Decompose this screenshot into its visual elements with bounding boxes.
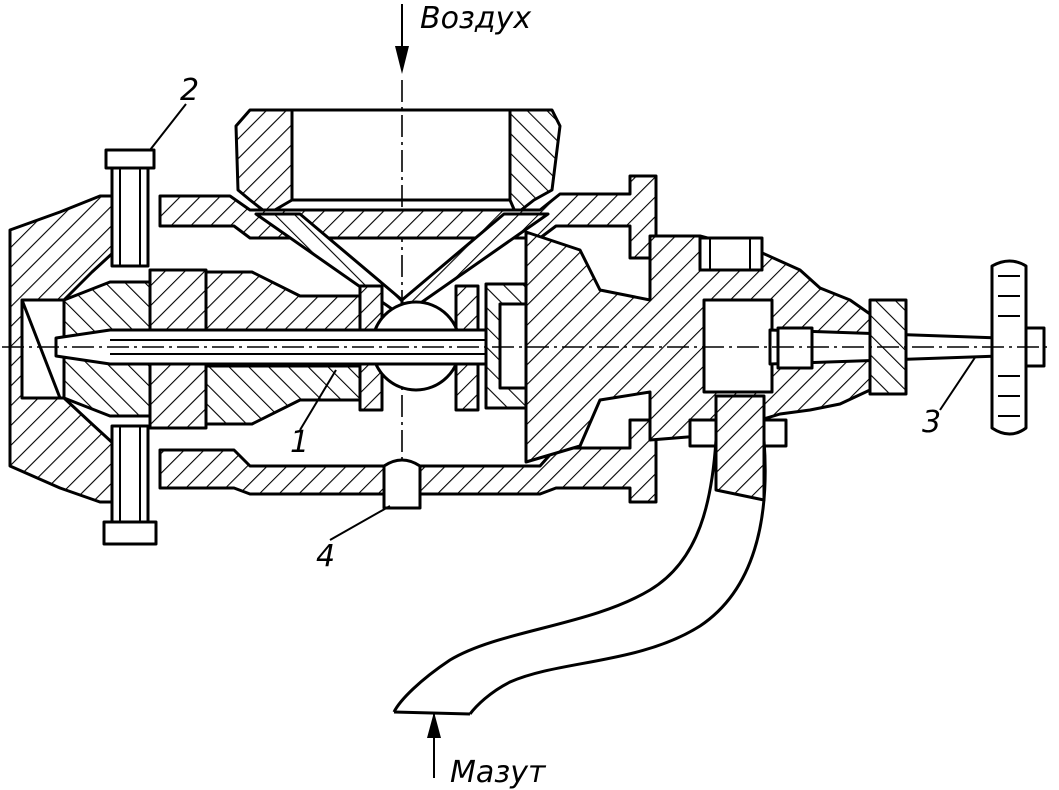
valve-body	[524, 230, 872, 464]
leader-lines	[149, 103, 977, 541]
bolt-2-bottom	[102, 424, 158, 546]
air-socket	[234, 108, 562, 216]
part-label-4: 4	[316, 539, 335, 574]
part-label-3: 3	[922, 405, 941, 440]
atomizer-barrel	[204, 270, 480, 426]
fuel-oil-inlet-arrow	[427, 712, 441, 778]
bolt-2-top	[104, 148, 156, 268]
air-inlet-arrow	[395, 4, 409, 74]
air-label: Воздух	[420, 1, 531, 36]
drain-plug-4	[382, 458, 422, 510]
part-label-2: 2	[180, 73, 199, 108]
fuel-oil-pipe	[392, 394, 767, 716]
part-label-1: 1	[290, 425, 309, 460]
fuel-oil-label: Мазут	[450, 755, 547, 790]
